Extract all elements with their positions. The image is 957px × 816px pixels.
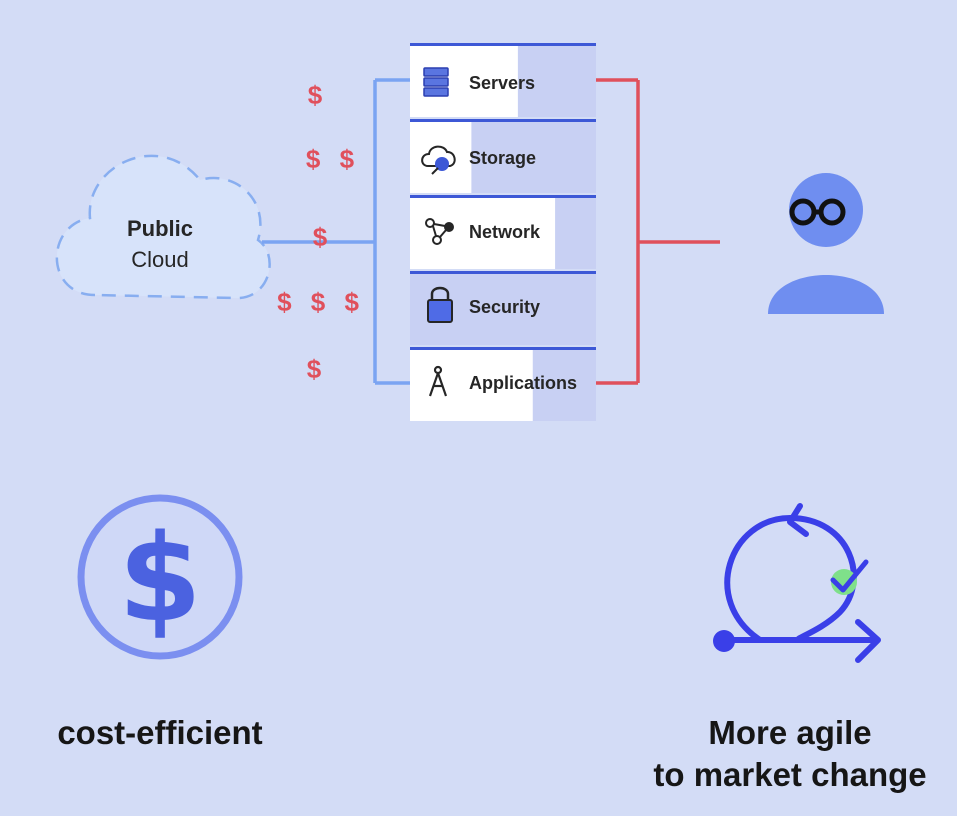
dollar-coin-icon: $ bbox=[77, 494, 243, 660]
svg-text:$: $ bbox=[118, 510, 202, 649]
server-icon bbox=[423, 67, 449, 97]
user-avatar bbox=[768, 173, 884, 314]
cost-indicator-network: $ bbox=[312, 222, 334, 252]
stack-label-servers: Servers bbox=[469, 73, 536, 93]
stack-label-network: Network bbox=[469, 222, 541, 242]
agile-label-line2: to market change bbox=[653, 756, 927, 793]
cloud-to-stack-connector bbox=[262, 78, 410, 385]
public-cloud-shape bbox=[55, 154, 271, 300]
agile-label-line1: More agile bbox=[708, 714, 872, 751]
compass-icon bbox=[428, 365, 448, 397]
lock-icon bbox=[427, 286, 453, 323]
cloud-subtitle: Cloud bbox=[131, 247, 189, 272]
stack-label-security: Security bbox=[469, 297, 541, 317]
stack-layer-network bbox=[410, 195, 596, 269]
cloud-title: Public bbox=[126, 216, 193, 241]
cost-indicator-servers: $ bbox=[307, 80, 329, 110]
glasses-icon bbox=[789, 198, 846, 226]
cost-indicator-security: $ $ $ bbox=[277, 287, 365, 317]
cloud-storage-icon bbox=[421, 145, 456, 175]
cost-indicator-storage: $ $ bbox=[305, 144, 361, 174]
cost-efficient-label: cost-efficient bbox=[57, 714, 263, 751]
agile-loop-icon bbox=[713, 503, 881, 663]
stack-to-user-connector bbox=[596, 78, 720, 385]
stack-label-applications: Applications bbox=[469, 373, 578, 393]
network-icon bbox=[425, 218, 454, 245]
stack-label-storage: Storage bbox=[469, 148, 537, 168]
cost-indicator-applications: $ bbox=[306, 354, 328, 384]
